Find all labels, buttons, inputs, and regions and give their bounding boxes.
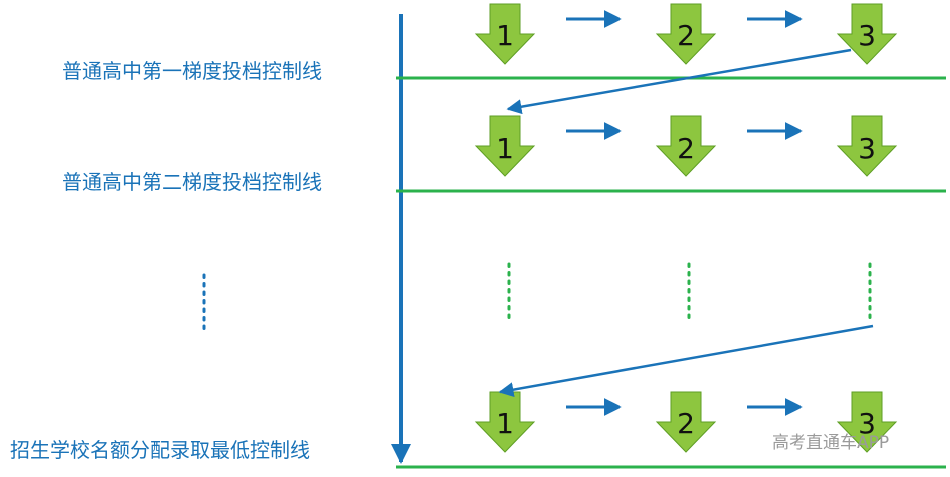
row3-step1-number: 1 xyxy=(496,407,514,440)
row3-step3-number: 3 xyxy=(858,407,876,440)
final-control-line-label: 招生学校名额分配录取最低控制线 xyxy=(10,438,310,462)
row1-step2-number: 2 xyxy=(677,19,695,52)
row1-step1-number: 1 xyxy=(496,19,514,52)
row2-step1-number: 1 xyxy=(496,132,514,165)
row3-step2-number: 2 xyxy=(677,407,695,440)
row2-step2-number: 2 xyxy=(677,132,695,165)
row2-step3-number: 3 xyxy=(858,132,876,165)
tier2-control-line-label: 普通高中第二梯度投档控制线 xyxy=(62,170,322,194)
return-arrow-to-final-row xyxy=(498,324,874,398)
tier1-control-line-label: 普通高中第一梯度投档控制线 xyxy=(62,59,322,83)
return-arrow-row1-to-row2 xyxy=(506,48,852,115)
row1-step3-number: 3 xyxy=(858,19,876,52)
watermark-text: 高考直通车APP xyxy=(772,433,890,453)
